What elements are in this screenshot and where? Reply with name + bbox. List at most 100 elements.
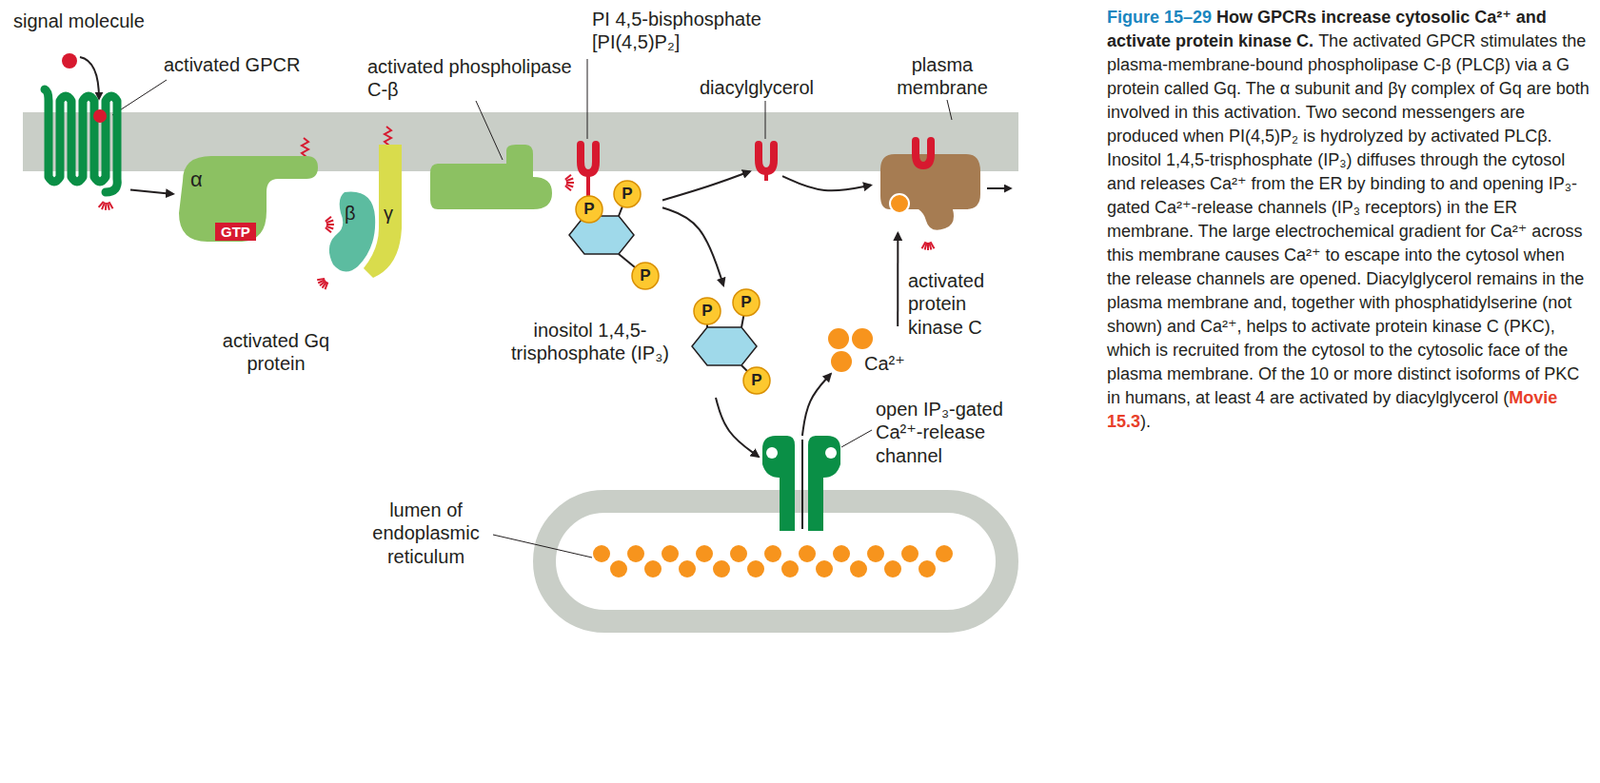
phosphate-group: P <box>631 261 660 291</box>
phosphate-group: P <box>731 288 761 317</box>
caption-body: The activated GPCR stimulates the plasma… <box>1106 31 1590 408</box>
node-text: α <box>190 167 203 194</box>
arrow-connector <box>130 190 174 195</box>
g-gamma-subunit: γ <box>361 142 406 280</box>
phosphate-circle <box>693 297 721 325</box>
calcium-dot <box>764 545 782 563</box>
activation-tick <box>565 185 572 191</box>
er-calcium-dots <box>592 545 953 578</box>
arrow-connector <box>802 374 831 436</box>
phosphate-circle <box>575 196 603 223</box>
calcium-dot <box>815 560 833 578</box>
lipid-anchor <box>301 138 309 158</box>
phosphate-circle <box>613 180 641 208</box>
node-text: β <box>344 201 356 225</box>
label: activated Gq protein <box>211 329 341 376</box>
activation-tick <box>107 202 110 211</box>
activation-tick <box>326 223 335 226</box>
plc-shape <box>430 144 553 210</box>
leader-line <box>947 99 952 120</box>
calcium-flow-line <box>801 439 804 530</box>
g-alpha-shape <box>178 156 318 242</box>
protein-kinase-c: activated protein kinase C <box>870 133 984 234</box>
activation-tick <box>928 242 931 251</box>
leader-line <box>765 100 767 139</box>
node-outline <box>430 142 554 219</box>
er-membrane <box>544 501 1008 622</box>
leader-line <box>493 534 593 558</box>
channel-half <box>762 435 795 532</box>
lipid-head <box>758 144 774 172</box>
activation-tick <box>922 241 927 249</box>
calcium-dot <box>935 545 953 563</box>
calcium-dot <box>661 545 679 563</box>
node-text: activated protein kinase C <box>908 269 1013 339</box>
calcium-dot <box>644 560 662 578</box>
calcium-dot <box>798 545 816 563</box>
bound-signal-molecule <box>93 109 107 123</box>
activation-tick <box>98 201 104 208</box>
activation-tick <box>316 278 325 280</box>
node-outline <box>39 87 131 195</box>
node-text: open IP₃-gated Ca²⁺-release channel <box>875 397 1033 468</box>
pip2-molecule: PI 4,5-bisphosphate [PI(4,5)P₂]PPP <box>567 142 663 291</box>
node-text: γ <box>383 201 394 225</box>
bound-calcium <box>889 194 909 214</box>
bound-diacylglycerol <box>915 140 931 166</box>
node-text: P <box>612 179 642 209</box>
lipid-head <box>580 144 596 174</box>
g-alpha-subunit: αGTP <box>173 142 325 248</box>
phosphate-group: P <box>742 366 771 396</box>
activation-tick <box>566 181 574 184</box>
receptor-helices <box>44 89 118 193</box>
activation-tick <box>566 178 574 182</box>
g-beta-shape <box>329 192 376 273</box>
calcium-dot <box>828 328 850 350</box>
ip3-molecule: inositol 1,4,5-trisphosphate (IP₃)PPP <box>690 285 776 398</box>
node-text: P <box>692 296 722 326</box>
calcium-ions: Ca²⁺ <box>826 326 903 375</box>
calcium-dot <box>712 560 731 578</box>
calcium-dot <box>918 560 936 578</box>
node-outline <box>870 133 984 234</box>
ip3-binding-site <box>766 447 778 459</box>
calcium-dot <box>592 545 611 563</box>
phosphate-group: P <box>692 296 722 326</box>
node-text: activated GPCR <box>163 53 300 77</box>
arrow-connector <box>662 207 724 286</box>
phosphate-circle <box>732 289 760 317</box>
diacylglycerol-lipid: diacylglycerol <box>750 142 783 186</box>
label: signal molecule <box>13 9 145 33</box>
calcium-dot <box>678 560 696 578</box>
node-text: activated phospholipase C-β <box>367 55 573 102</box>
node-text: P <box>742 366 771 396</box>
ip3-gated-channel: open IP₃-gated Ca²⁺-release channel <box>758 435 845 532</box>
leader-line <box>841 430 872 448</box>
label: lumen of endoplasmic reticulum <box>361 498 491 569</box>
gpcr-receptor: activated GPCR <box>39 87 131 195</box>
calcium-dot <box>730 545 748 563</box>
inositol-ring <box>569 216 634 255</box>
node-text: Ca²⁺ <box>864 352 906 376</box>
leader-line <box>475 100 503 160</box>
calcium-dot <box>901 545 919 563</box>
activation-tick <box>325 227 332 233</box>
calcium-dot <box>832 545 850 563</box>
caption: Figure 15–29How GPCRs increase cytosolic… <box>1106 5 1591 435</box>
node-outline <box>750 142 783 186</box>
channel-half <box>808 435 841 532</box>
label: plasma membrane <box>885 53 1000 100</box>
calcium-dot <box>884 560 902 578</box>
lipid-stem <box>764 171 769 181</box>
figure-number: Figure 15–29 <box>1106 7 1212 27</box>
phosphate-circle <box>743 367 771 395</box>
node-text: diacylglycerol <box>699 76 814 99</box>
lipid-anchor <box>384 126 392 146</box>
node-text: P <box>631 261 660 291</box>
node-text: GTP <box>215 222 257 241</box>
calcium-dot <box>867 545 885 563</box>
ip3-binding-site <box>825 447 837 459</box>
calcium-dot <box>849 560 868 578</box>
arrow-connector <box>782 176 871 191</box>
